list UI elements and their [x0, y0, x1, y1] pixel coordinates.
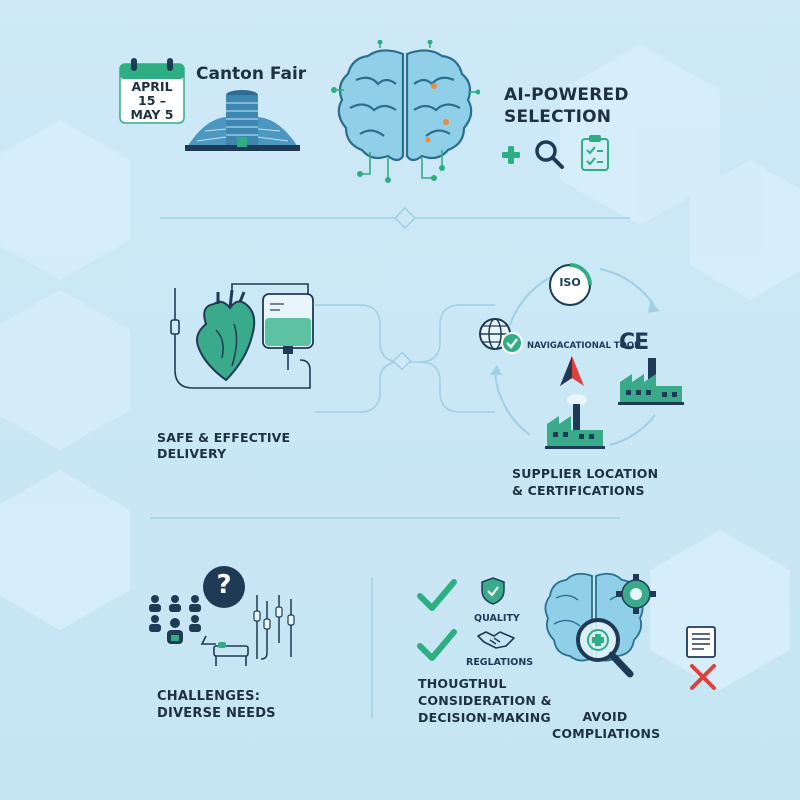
supplier-label: SUPPLIER LOCATION & CERTIFICATIONS [512, 465, 658, 499]
challenges-line-2: DIVERSE NEEDS [157, 706, 276, 721]
delivery-line-1: SAFE & EFFECTIVE [157, 430, 291, 445]
event-name: Canton Fair [196, 64, 307, 84]
delivery-line-2: DELIVERY [157, 446, 227, 461]
challenges-line-1: CHALLENGES: [157, 689, 261, 704]
delivery-label: SAFE & EFFECTIVE DELIVERY [157, 430, 290, 462]
brain-circuit-icon [330, 39, 481, 190]
consideration-line-1: THOUGTHUL [418, 676, 507, 691]
navigation-arrow-icon [560, 356, 584, 386]
document-icon [685, 626, 719, 658]
question-mark: ? [216, 570, 232, 600]
medical-tubes-icon [253, 593, 301, 663]
plus-icon [500, 144, 522, 166]
consideration-label: THOUGTHUL CONSIDERATION & DECISION-MAKIN… [418, 675, 552, 726]
brain-gear-magnifier-icon [544, 568, 664, 690]
supplier-line-2: & CERTIFICATIONS [512, 483, 645, 498]
factory-icon-right [618, 356, 684, 406]
ai-selection-title: AI-POWERED SELECTION [504, 84, 629, 128]
regulations-label: REGLATIONS [466, 657, 534, 668]
date-line-start: APRIL [131, 79, 173, 94]
check-icon-top [416, 578, 458, 612]
date-line-end: MAY 5 [130, 107, 174, 122]
heart-iv-icon [160, 280, 325, 410]
globe-check-icon [477, 316, 525, 356]
avoid-line-2: COMPLIATIONS [552, 726, 661, 741]
supplier-line-1: SUPPLIER LOCATION [512, 466, 659, 481]
calendar-icon [119, 58, 185, 124]
shield-check-icon [480, 576, 506, 606]
avoid-line-1: AVOID [582, 709, 628, 724]
challenges-label: CHALLENGES: DIVERSE NEEDS [157, 688, 276, 722]
search-icon [533, 138, 565, 170]
question-bubble-icon [202, 565, 246, 609]
quality-label: QUALITY [474, 613, 520, 624]
close-x-icon [688, 662, 718, 692]
supplier-cycle-diagram [470, 255, 700, 455]
ai-title-line-1: AI-POWERED [504, 85, 629, 105]
clipboard-check-icon [580, 134, 610, 172]
check-icon-bottom [416, 628, 458, 662]
date-line-mid: 15 – [138, 93, 166, 108]
handshake-icon [476, 628, 516, 650]
consideration-line-3: DECISION-MAKING [418, 710, 551, 725]
building-icon [185, 85, 300, 155]
consideration-line-2: CONSIDERATION & [418, 693, 552, 708]
avoid-label: AVOID COMPLIATIONS [552, 708, 661, 742]
people-group-icon [145, 593, 207, 649]
ce-mark: CE [619, 330, 649, 355]
calendar-date: APRIL 15 – MAY 5 [119, 80, 185, 122]
nav-tool-label: NAVIGACATIONAL TOOL [527, 341, 640, 351]
factory-icon-bottom [545, 392, 605, 450]
iso-label: ISO [559, 276, 581, 289]
hospital-bed-icon [200, 632, 252, 668]
ai-title-line-2: SELECTION [504, 107, 612, 127]
